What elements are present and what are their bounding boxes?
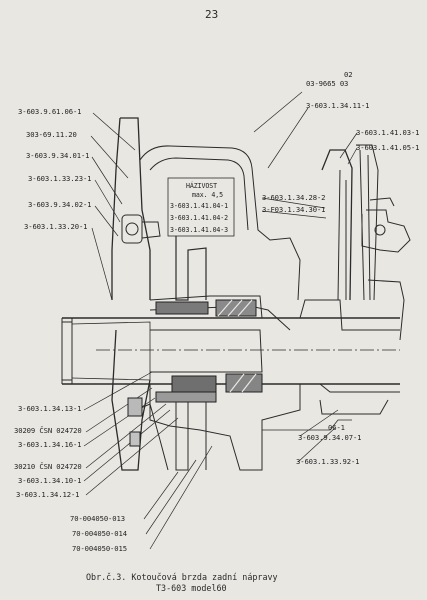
label-part: 3-603.1.41.04-3 xyxy=(170,226,229,234)
label-part: 3-603.9.61.06-1 xyxy=(18,107,82,116)
label-part: 70-004050-013 xyxy=(70,514,125,523)
figure-caption: Obr.č.3. Kotoučová brzda zadní nápravy T… xyxy=(86,572,278,594)
hub-lower xyxy=(149,384,301,471)
label-part: 3-603.1.34.16-1 xyxy=(18,440,82,449)
label-part: 3-603.1.41.03-1 xyxy=(356,128,420,137)
wheel-rim xyxy=(111,117,151,300)
caption-line-2: T3-603 model60 xyxy=(156,583,227,593)
label-part: 30210 ČSN 024720 xyxy=(14,462,82,471)
bearing-upper xyxy=(155,299,257,317)
label-part: 06-1 xyxy=(328,423,345,432)
suspension-arm xyxy=(321,144,411,341)
brake-disc-lower xyxy=(175,402,207,471)
label-part: 3-603.1.33.20-1 xyxy=(24,222,88,231)
brake-disc xyxy=(175,236,207,301)
label-part: 3-603.1.41.04-1 xyxy=(170,202,229,210)
bearing-lower xyxy=(155,373,263,403)
label-part: 3-603.1.34.12-1 xyxy=(16,490,80,499)
axle-housing-lower xyxy=(300,383,400,393)
leader-lines-right xyxy=(253,91,358,463)
label-part: 70-004050-014 xyxy=(72,529,127,538)
caption-line-1: Obr.č.3. Kotoučová brzda zadní nápravy xyxy=(86,572,278,582)
label-part: 3-603.1.33.23-1 xyxy=(28,174,92,183)
label-part: 3-603.9.34.07-1 xyxy=(298,433,362,442)
label-part: 3-603.1.33.92-1 xyxy=(296,457,360,466)
label-part: 30209 ČSN 024720 xyxy=(14,426,82,435)
label-hazivost: HÁZIVOST xyxy=(186,182,217,190)
label-part: 3-603.1.34.11-1 xyxy=(306,101,370,110)
label-part: 3-F03.1.34.30-1 xyxy=(262,205,326,214)
label-max: max. 4,5 xyxy=(192,191,223,199)
label-part: 3-603.1.34.10-1 xyxy=(18,476,82,485)
label-part: 3-603.1.34.28-2 xyxy=(262,193,326,202)
label-part: 70-004050-015 xyxy=(72,544,127,553)
label-part: 3-603.1.34.13-1 xyxy=(18,404,82,413)
page-number: 23 xyxy=(205,8,219,21)
label-part: 3-603.9.34.02-1 xyxy=(28,200,92,209)
label-part: 3-603.1.41.05-1 xyxy=(356,143,420,152)
label-part: 3-603.9.34.01-1 xyxy=(26,151,90,160)
label-part: 02 xyxy=(344,70,353,79)
label-part: 3-603.1.41.04-2 xyxy=(170,214,229,222)
label-part: 03-9665 03 xyxy=(306,79,349,88)
part-label-box xyxy=(167,177,235,237)
label-part: 303-69.11.20 xyxy=(26,130,77,139)
caliper-bracket xyxy=(139,145,301,301)
